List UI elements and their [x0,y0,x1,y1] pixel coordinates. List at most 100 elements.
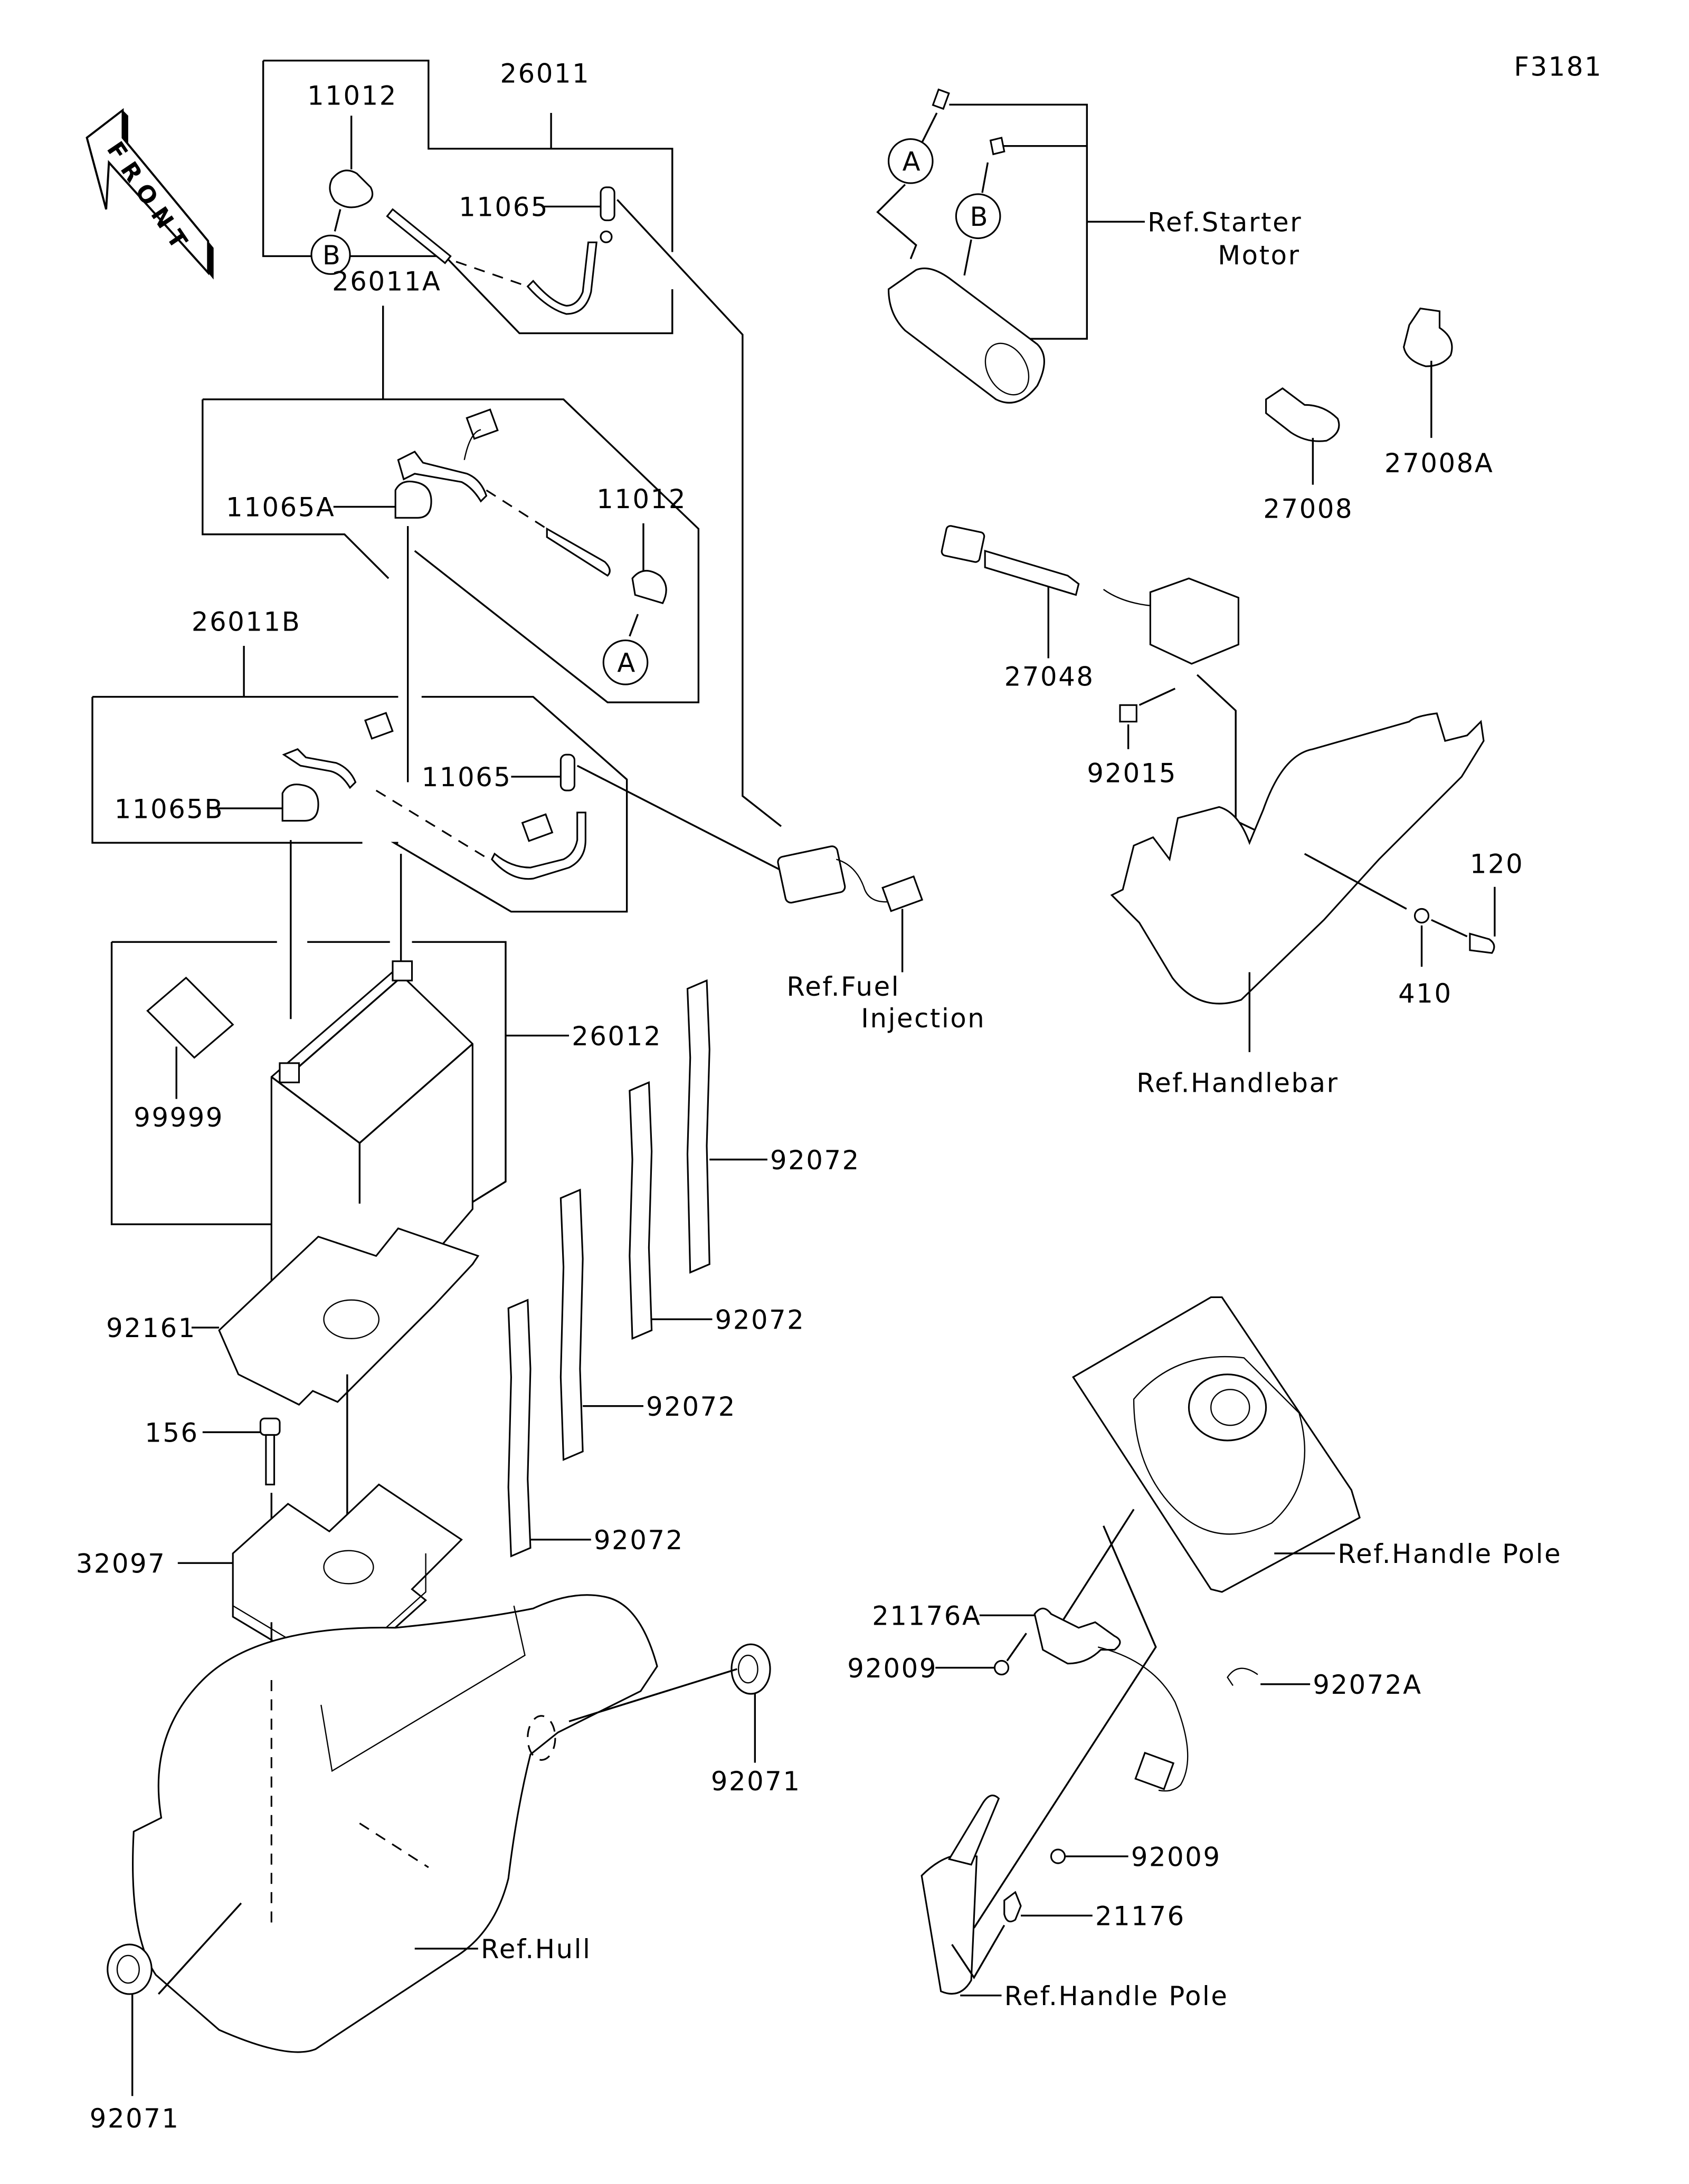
callout-11065A[interactable]: 11065A [226,492,335,523]
ref-marker-b-top: B [322,240,342,271]
connector-icon [1134,1751,1175,1790]
switch-27048: 27048 92015 [941,525,1305,855]
terminal-cap-icon [329,169,374,208]
callout-92072-c[interactable]: 92072 [646,1391,736,1422]
harness-icon [397,451,488,503]
callout-11065B[interactable]: 11065B [115,794,224,824]
callout-27048[interactable]: 27048 [1004,662,1095,692]
hull-ref: Ref.Hull 92071 92071 [90,1594,801,2134]
ref-starter-motor-line1[interactable]: Ref.Starter [1147,207,1302,237]
callout-26011[interactable]: 26011 [500,59,591,89]
ref-marker-a-top: A [903,147,922,177]
key-icon [1265,387,1340,442]
lanyard-switch-icon [1149,577,1239,665]
battery-plate-icon [218,1227,480,1406]
callout-11065-top[interactable]: 11065 [459,192,549,223]
ref-circle-b [310,234,351,275]
screw-icon [1469,932,1495,954]
strap-icon [686,979,710,1274]
ref-marker-a-mid: A [617,648,637,679]
callout-410[interactable]: 410 [1398,978,1452,1009]
ref-fuel-injection-line1[interactable]: Ref.Fuel [786,971,900,1002]
callout-21176[interactable]: 21176 [1095,1901,1185,1932]
handlebar-ref: 410 120 Ref.Handlebar [1110,712,1524,1099]
harness-icon [282,748,357,789]
sensor-bracket-icon [1033,1607,1121,1665]
ref-circle-a [602,640,649,685]
ref-hull[interactable]: Ref.Hull [481,1934,591,1964]
plate-92161: 92161 [106,1227,480,1515]
callout-92072-b[interactable]: 92072 [715,1305,805,1336]
ref-handle-pole-top[interactable]: Ref.Handle Pole [1337,1539,1562,1569]
clamp-icon [1227,1667,1258,1686]
grommet-icon [107,1943,153,1995]
screw-icon [993,1660,1010,1676]
group-26011: 26011 11012 B 11065 [262,59,782,827]
terminal-boot-icon [600,186,615,222]
starter-motor-ref: A B Ref.Starter Motor [876,88,1302,404]
screw-icon [1050,1848,1066,1864]
callout-156[interactable]: 156 [145,1418,198,1448]
ref-handlebar[interactable]: Ref.Handlebar [1136,1068,1339,1099]
handle-pole-icon [921,1853,978,1995]
callout-99999[interactable]: 99999 [134,1102,224,1133]
handle-pole-plate-ref: Ref.Handle Pole [973,1296,1562,1929]
callout-120[interactable]: 120 [1470,849,1524,880]
callout-92015[interactable]: 92015 [1087,758,1177,788]
grommet-icon [730,1643,771,1695]
strap-icon [559,1188,584,1461]
battery-cable-icon [386,208,452,264]
electrolyte-pack-icon [146,976,234,1059]
bolt-156: 156 [145,1417,281,1529]
callout-27008A[interactable]: 27008A [1384,448,1494,479]
callout-32097[interactable]: 32097 [76,1548,166,1579]
terminal-boot-icon [559,754,576,791]
callout-92009-left[interactable]: 92009 [847,1653,937,1684]
relay-icon [777,845,846,904]
nut-icon [989,137,1005,156]
callout-26012[interactable]: 26012 [572,1021,662,1052]
starter-motor-icon [887,268,1045,404]
ref-fuel-injection-line2[interactable]: Injection [861,1003,985,1034]
front-arrow-label: FRONT [101,137,197,260]
washer-icon [1413,908,1430,924]
callout-21176A[interactable]: 21176A [872,1601,981,1632]
front-arrow-icon: FRONT [86,108,214,280]
strap-icon [507,1299,532,1558]
group-26011B: 26011B 11065B 11065 [91,606,782,1019]
strap-icon [629,1081,653,1340]
group-26011A: 26011A 11065A 11012 A [202,266,700,783]
callout-26011B[interactable]: 26011B [192,606,301,637]
bolt-icon [932,88,950,110]
callout-26011A[interactable]: 26011A [332,266,441,297]
callout-92071-right[interactable]: 92071 [711,1766,801,1797]
terminal-boot-icon [281,784,319,822]
handle-pole-plate-icon [1072,1296,1361,1593]
terminal-cap-icon [631,570,667,604]
callout-11012-top[interactable]: 11012 [307,80,397,111]
callout-92161[interactable]: 92161 [106,1313,196,1343]
ref-starter-motor-line2[interactable]: Motor [1218,240,1300,271]
figure-id: F3181 [1514,52,1602,82]
callout-92072-d[interactable]: 92072 [594,1525,684,1556]
bolt-icon [259,1417,281,1436]
straps-92072: 92072 92072 92072 92072 [507,979,860,1558]
handlebar-cover-icon [1110,712,1485,1005]
ref-marker-b-starter: B [970,202,989,232]
callout-92072A[interactable]: 92072A [1313,1670,1422,1700]
ref-handle-pole-bottom[interactable]: Ref.Handle Pole [1004,1981,1229,2011]
callout-11065-mid[interactable]: 11065 [422,762,512,793]
callout-92071-left[interactable]: 92071 [90,2103,180,2134]
ref-circle-a [887,138,934,184]
clamp-icon [1003,1891,1022,1923]
callout-92009-right[interactable]: 92009 [1131,1842,1221,1872]
relay-fuel-injection: Ref.Fuel Injection [777,845,985,1034]
callout-92072-a[interactable]: 92072 [770,1145,860,1176]
clip-icon [1119,704,1137,723]
callout-27008[interactable]: 27008 [1263,493,1353,524]
ref-circle-b [955,193,1001,240]
terminal-boot-icon [394,480,432,519]
callout-11012-mid[interactable]: 11012 [596,484,687,514]
